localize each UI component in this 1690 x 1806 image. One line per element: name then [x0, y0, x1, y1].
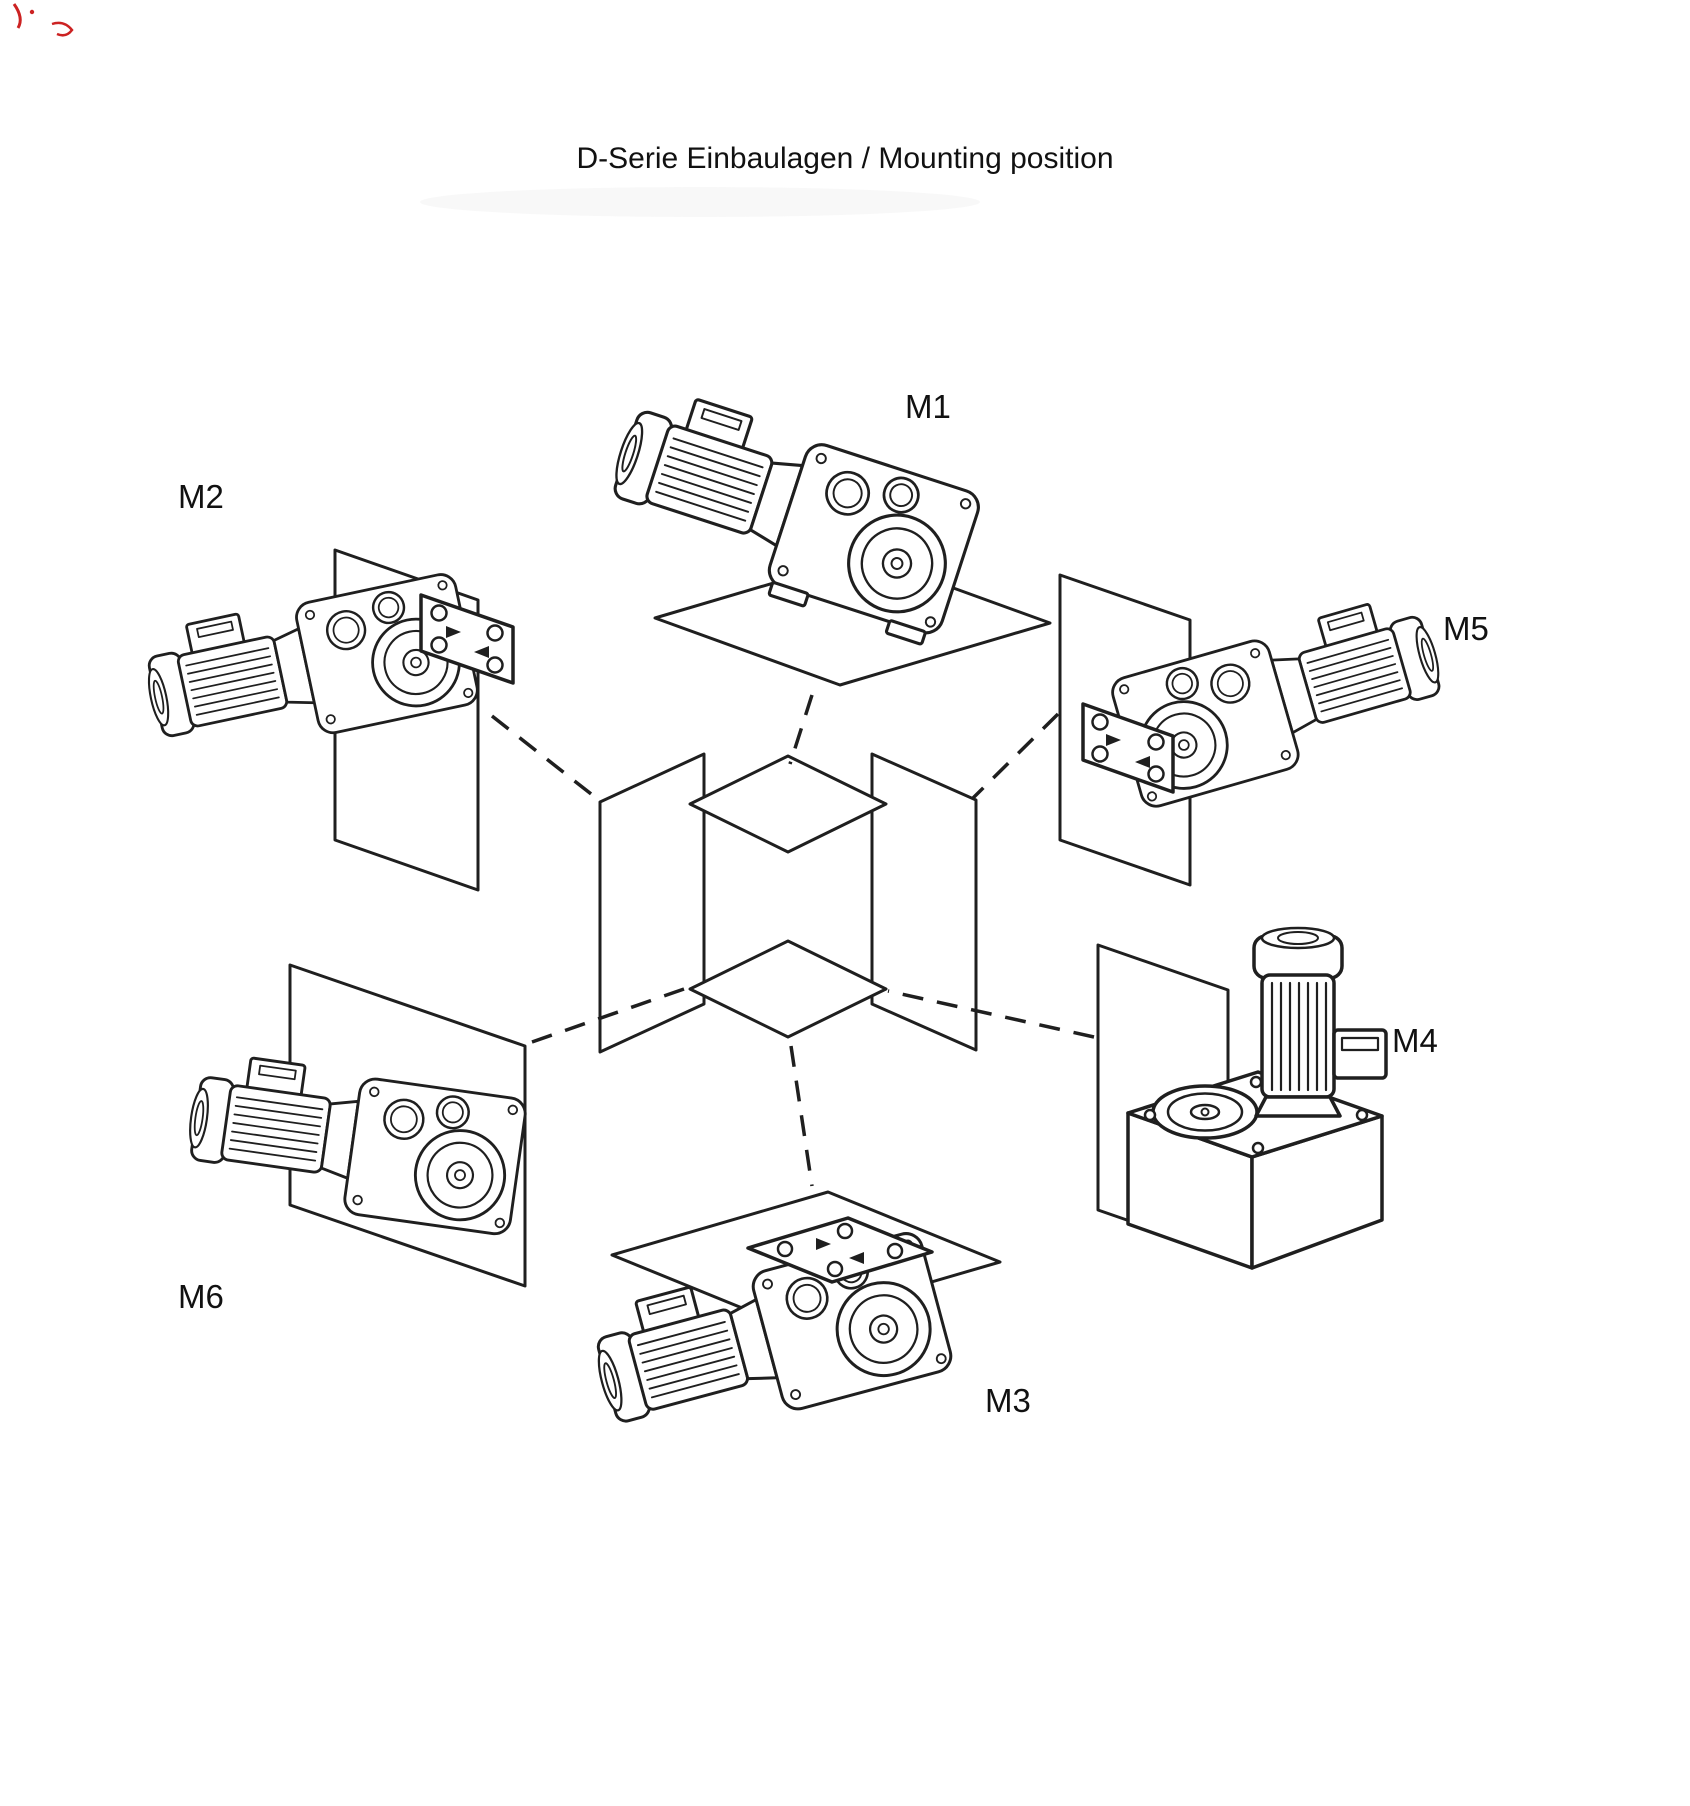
- motor-adapter: [1254, 1095, 1342, 1118]
- flange-arrow: [446, 626, 461, 638]
- flange-arrow: [816, 1238, 831, 1250]
- label-m1: M1: [905, 388, 951, 425]
- label-m3: M3: [985, 1382, 1031, 1419]
- mounting-position-m3: [582, 1190, 1002, 1459]
- position-labels: M1 M2 M3 M4 M5 M6: [178, 388, 1489, 1419]
- mounting-position-m6: [179, 963, 530, 1288]
- label-m6: M6: [178, 1278, 224, 1315]
- mounting-position-m5: [1058, 573, 1456, 887]
- flange-bolt: [430, 636, 448, 654]
- flange-arrow: [474, 646, 489, 658]
- mounting-position-m1: [594, 380, 1052, 687]
- flange-bolt: [826, 1260, 844, 1278]
- flange-arrow: [849, 1252, 864, 1264]
- output-shaft-center: [1200, 1107, 1210, 1117]
- projection-line-m4: [887, 989, 1095, 1039]
- flange-bolt: [486, 624, 504, 642]
- bolt-hole: [1251, 1141, 1265, 1155]
- flange-arrow: [1106, 734, 1121, 746]
- projection-line-m3: [789, 1045, 814, 1187]
- label-m5: M5: [1443, 610, 1489, 647]
- page-title: D-Serie Einbaulagen / Mounting position: [577, 142, 1114, 175]
- fan-cap-inner: [1277, 931, 1319, 945]
- m4-gearmotor: [1126, 926, 1388, 1270]
- frame-right-panel: [870, 752, 978, 1052]
- scan-mark: [12, 3, 22, 29]
- flange-arrow: [1135, 756, 1150, 768]
- scan-smudge: [420, 187, 980, 217]
- frame-bottom-plate: [688, 939, 888, 1039]
- projection-line-m1: [788, 694, 814, 765]
- flange-bolt: [1147, 765, 1165, 783]
- flange-bolt: [1091, 713, 1109, 731]
- projection-line-m6: [531, 987, 685, 1044]
- flange-bolt: [486, 656, 504, 674]
- m2-output-flange-plate: [419, 593, 515, 685]
- flange-bolt: [1147, 733, 1165, 751]
- flange-bolt: [776, 1240, 794, 1258]
- terminal-box-lid: [1340, 1036, 1380, 1052]
- projection-line-m2: [490, 714, 602, 803]
- flange-bolt: [836, 1222, 854, 1240]
- flange-bolt: [430, 604, 448, 622]
- label-m4: M4: [1392, 1022, 1438, 1059]
- frame-top-plate: [688, 754, 888, 854]
- m3-output-flange-plate: [746, 1216, 934, 1284]
- mounting-frame: [598, 752, 978, 1054]
- bolt-hole: [1249, 1075, 1263, 1089]
- projection-lines: [490, 694, 1095, 1187]
- frame-left-panel: [598, 752, 706, 1054]
- motor-fins: [1270, 981, 1328, 1092]
- bolt-hole: [1143, 1108, 1157, 1122]
- projection-line-m5: [970, 712, 1060, 801]
- mounting-position-m4: [1096, 926, 1388, 1270]
- flange-plate: [746, 1216, 934, 1284]
- label-m2: M2: [178, 478, 224, 515]
- scan-artifacts: [12, 3, 74, 37]
- bolt-hole: [1355, 1108, 1369, 1122]
- scan-dot: [29, 9, 35, 15]
- flange-bolt: [886, 1242, 904, 1260]
- scan-mark: [51, 21, 74, 37]
- flange-bolt: [1091, 745, 1109, 763]
- mounting-position-m2: [136, 548, 515, 892]
- m5-output-flange-plate: [1081, 702, 1175, 794]
